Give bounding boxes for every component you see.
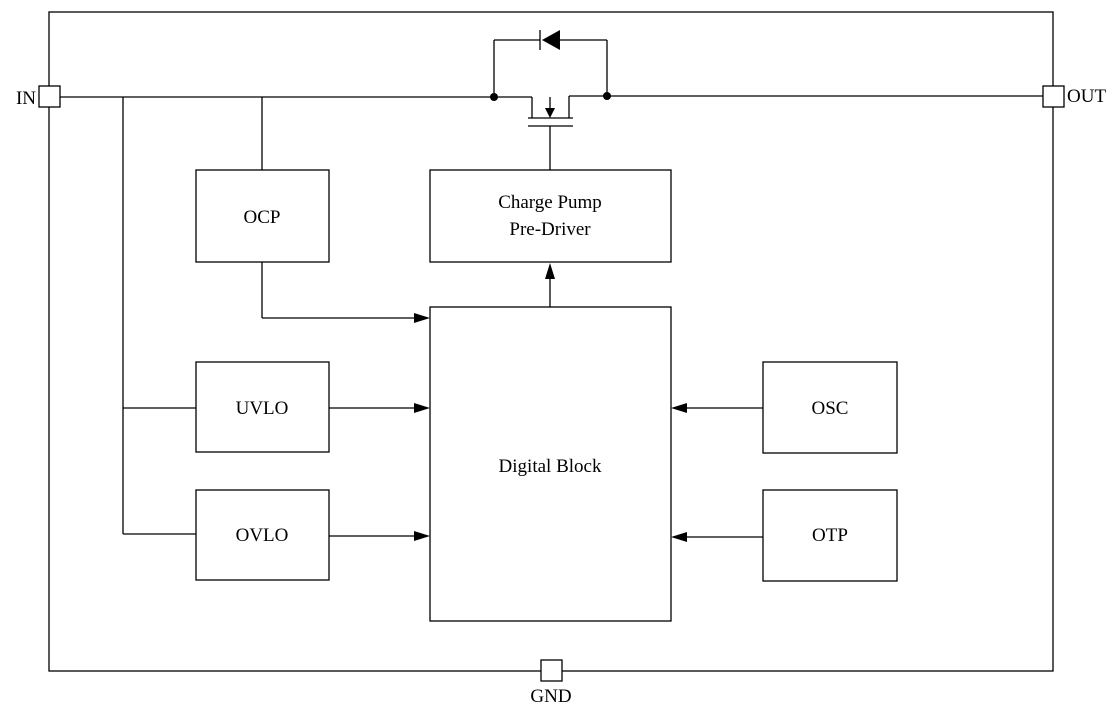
mosfet-symbol [528,97,573,170]
arrow-right-icon [414,531,430,541]
uvlo-label: UVLO [236,398,289,419]
body-diode [493,30,608,97]
osc-label: OSC [812,398,849,419]
pin-out-label: OUT [1067,86,1106,107]
pin-gnd [540,659,563,682]
arrow-right-icon [414,313,430,323]
uvlo-block [195,361,330,453]
uvlo-to-digital-connector [329,403,430,413]
pin-out [1042,85,1065,108]
digital-to-chargepump-connector [545,263,555,307]
osc-to-digital-connector [671,403,763,413]
pin-in-label: IN [16,88,36,109]
pin-gnd-label: GND [530,686,571,706]
charge-pump-block [429,169,672,263]
ocp-label: OCP [244,207,281,228]
charge-pump-label-line1: Charge Pump [498,192,602,213]
otp-label: OTP [812,525,848,546]
mosfet-arrow-icon [545,108,555,118]
arrow-up-icon [545,263,555,279]
otp-block [762,489,898,582]
digital-block-label: Digital Block [499,456,602,477]
digital-block [429,306,672,622]
ovlo-block [195,489,330,581]
junction-dot-right [603,92,611,100]
arrow-left-icon [671,403,687,413]
ovlo-to-digital-connector [329,531,430,541]
power-rail [60,95,1043,118]
junction-dot-left [490,93,498,101]
ocp-to-digital-connector [261,262,430,323]
arrow-right-icon [414,403,430,413]
charge-pump-label-line2: Pre-Driver [509,219,591,240]
arrow-left-icon [671,532,687,542]
pin-in [38,85,61,108]
ovlo-label: OVLO [236,525,289,546]
otp-to-digital-connector [671,532,763,542]
diode-triangle-icon [542,30,560,50]
input-bus [122,97,263,535]
